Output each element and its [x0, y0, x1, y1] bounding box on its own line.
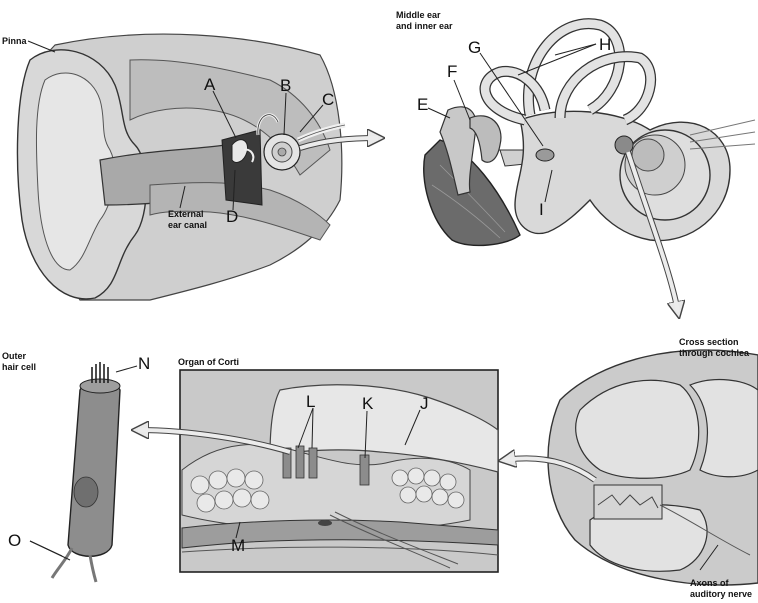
label-c: C — [322, 90, 335, 109]
middle-inner-ear-illustration — [423, 18, 756, 247]
label-j: J — [420, 394, 429, 413]
label-o: O — [8, 531, 22, 550]
label-h: H — [599, 35, 612, 54]
label-e: E — [417, 95, 429, 114]
label-i: I — [539, 200, 544, 219]
outer-ear-illustration — [16, 33, 346, 301]
label-b: B — [280, 76, 292, 95]
outer-hair-cell-illustration — [50, 362, 121, 583]
caption-outer-hair-cell: Outer hair cell — [2, 351, 37, 372]
caption-axons-auditory-nerve: Axons of auditory nerve — [690, 578, 753, 599]
cochlea-cross-section-illustration — [547, 349, 758, 586]
label-m: M — [231, 536, 246, 555]
eardrum-shape — [423, 139, 521, 247]
caption-pinna: Pinna — [2, 36, 27, 46]
label-g: G — [468, 38, 482, 57]
leader-lines — [27, 40, 719, 571]
caption-organ-of-corti: Organ of Corti — [178, 357, 239, 367]
label-k: K — [362, 394, 374, 413]
organ-of-corti-illustration — [179, 369, 499, 573]
label-f: F — [447, 62, 458, 81]
caption-external-ear-canal: External ear canal — [168, 209, 208, 230]
label-l: L — [306, 392, 316, 411]
label-n: N — [138, 354, 151, 373]
label-a: A — [204, 75, 216, 94]
caption-middle-inner-ear: Middle ear and inner ear — [396, 10, 453, 31]
label-d: D — [226, 207, 239, 226]
caption-cross-section-cochlea: Cross section through cochlea — [679, 337, 750, 358]
